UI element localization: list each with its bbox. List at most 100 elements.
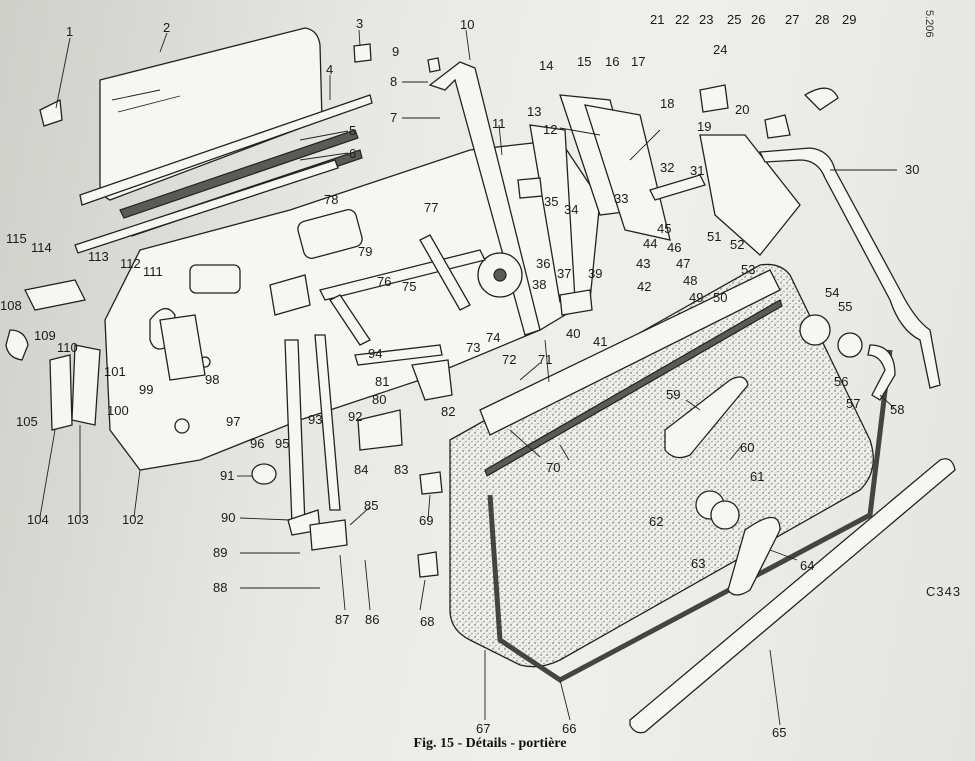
callout-66: 66 (562, 721, 576, 736)
callout-36: 36 (536, 256, 550, 271)
callout-54: 54 (825, 285, 839, 300)
callout-68: 68 (420, 614, 434, 629)
callout-84: 84 (354, 462, 368, 477)
door-handle (799, 314, 896, 401)
callout-87: 87 (335, 612, 349, 627)
callout-27: 27 (785, 12, 799, 27)
callout-70: 70 (546, 460, 560, 475)
callout-111: 111 (143, 264, 163, 279)
callout-33: 33 (614, 191, 628, 206)
callout-31: 31 (690, 163, 704, 178)
callout-109: 109 (34, 328, 56, 343)
callout-73: 73 (466, 340, 480, 355)
callout-5: 5 (349, 123, 356, 138)
callout-61: 61 (750, 469, 764, 484)
callout-10: 10 (460, 17, 474, 32)
callout-75: 75 (402, 279, 416, 294)
callout-3: 3 (356, 16, 363, 31)
callout-34: 34 (564, 202, 578, 217)
callout-98: 98 (205, 372, 219, 387)
callout-79: 79 (358, 244, 372, 259)
callout-43: 43 (636, 256, 650, 271)
callout-50: 50 (713, 290, 727, 305)
callout-42: 42 (637, 279, 651, 294)
callout-14: 14 (539, 58, 553, 73)
callout-105: 105 (16, 414, 38, 429)
callout-41: 41 (593, 334, 607, 349)
callout-67: 67 (476, 721, 490, 736)
callout-104: 104 (27, 512, 49, 527)
callout-92: 92 (348, 409, 362, 424)
callout-37: 37 (557, 266, 571, 281)
callout-62: 62 (649, 514, 663, 529)
callout-94: 94 (368, 346, 382, 361)
drawing-code: C343 (926, 584, 962, 599)
callout-71: 71 (538, 352, 552, 367)
callout-103: 103 (67, 512, 89, 527)
callout-28: 28 (815, 12, 829, 27)
callout-25: 25 (727, 12, 741, 27)
callout-21: 21 (650, 12, 664, 27)
callout-23: 23 (699, 12, 713, 27)
callout-30: 30 (905, 162, 919, 177)
callout-2: 2 (163, 20, 170, 35)
callout-108: 108 (0, 298, 22, 313)
callout-labels: 1 2 3 4 5 6 7 8 9 10 11 12 13 14 15 16 1… (0, 12, 919, 740)
callout-113: 113 (88, 249, 109, 264)
callout-65: 65 (772, 725, 786, 740)
callout-35: 35 (544, 194, 558, 209)
callout-82: 82 (441, 404, 455, 419)
callout-48: 48 (683, 273, 697, 288)
callout-45: 45 (657, 221, 671, 236)
window-regulator (319, 234, 523, 366)
door-seal-upper (758, 147, 941, 389)
callout-26: 26 (751, 12, 765, 27)
callout-64: 64 (800, 558, 814, 573)
callout-16: 16 (605, 54, 619, 69)
callout-32: 32 (660, 160, 674, 175)
page-number: 5.206 (923, 10, 935, 38)
callout-114: 114 (31, 240, 52, 255)
callout-102: 102 (122, 512, 144, 527)
callout-15: 15 (577, 54, 591, 69)
figure-caption: Fig. 15 - Détails - portière (413, 736, 567, 751)
callout-40: 40 (566, 326, 580, 341)
callout-81: 81 (375, 374, 389, 389)
callout-47: 47 (676, 256, 690, 271)
callout-88: 88 (213, 580, 227, 595)
quarter-window (559, 94, 801, 256)
callout-44: 44 (643, 236, 657, 251)
armrest-handle (664, 376, 749, 459)
callout-24: 24 (713, 42, 727, 57)
callout-52: 52 (730, 237, 744, 252)
callout-49: 49 (689, 290, 703, 305)
callout-38: 38 (532, 277, 546, 292)
callout-89: 89 (213, 545, 227, 560)
callout-83: 83 (394, 462, 408, 477)
callout-63: 63 (691, 556, 705, 571)
callout-46: 46 (667, 240, 681, 255)
callout-4: 4 (326, 62, 333, 77)
callout-22: 22 (675, 12, 689, 27)
callout-20: 20 (735, 102, 749, 117)
callout-9: 9 (392, 44, 399, 59)
callout-110: 110 (57, 340, 78, 355)
small-parts (251, 43, 839, 578)
callout-60: 60 (740, 440, 754, 455)
callout-100: 100 (107, 403, 129, 418)
callout-95: 95 (275, 436, 289, 451)
callout-99: 99 (139, 382, 153, 397)
callout-7: 7 (390, 110, 397, 125)
leader-lines (39, 29, 897, 726)
callout-58: 58 (890, 402, 904, 417)
callout-96: 96 (250, 436, 264, 451)
callout-93: 93 (308, 412, 322, 427)
callout-59: 59 (666, 387, 680, 402)
callout-76: 76 (377, 274, 391, 289)
callout-18: 18 (660, 96, 674, 111)
callout-112: 112 (120, 256, 141, 271)
callout-85: 85 (364, 498, 378, 513)
window-crank (695, 490, 781, 596)
callout-12: 12 (543, 122, 557, 137)
